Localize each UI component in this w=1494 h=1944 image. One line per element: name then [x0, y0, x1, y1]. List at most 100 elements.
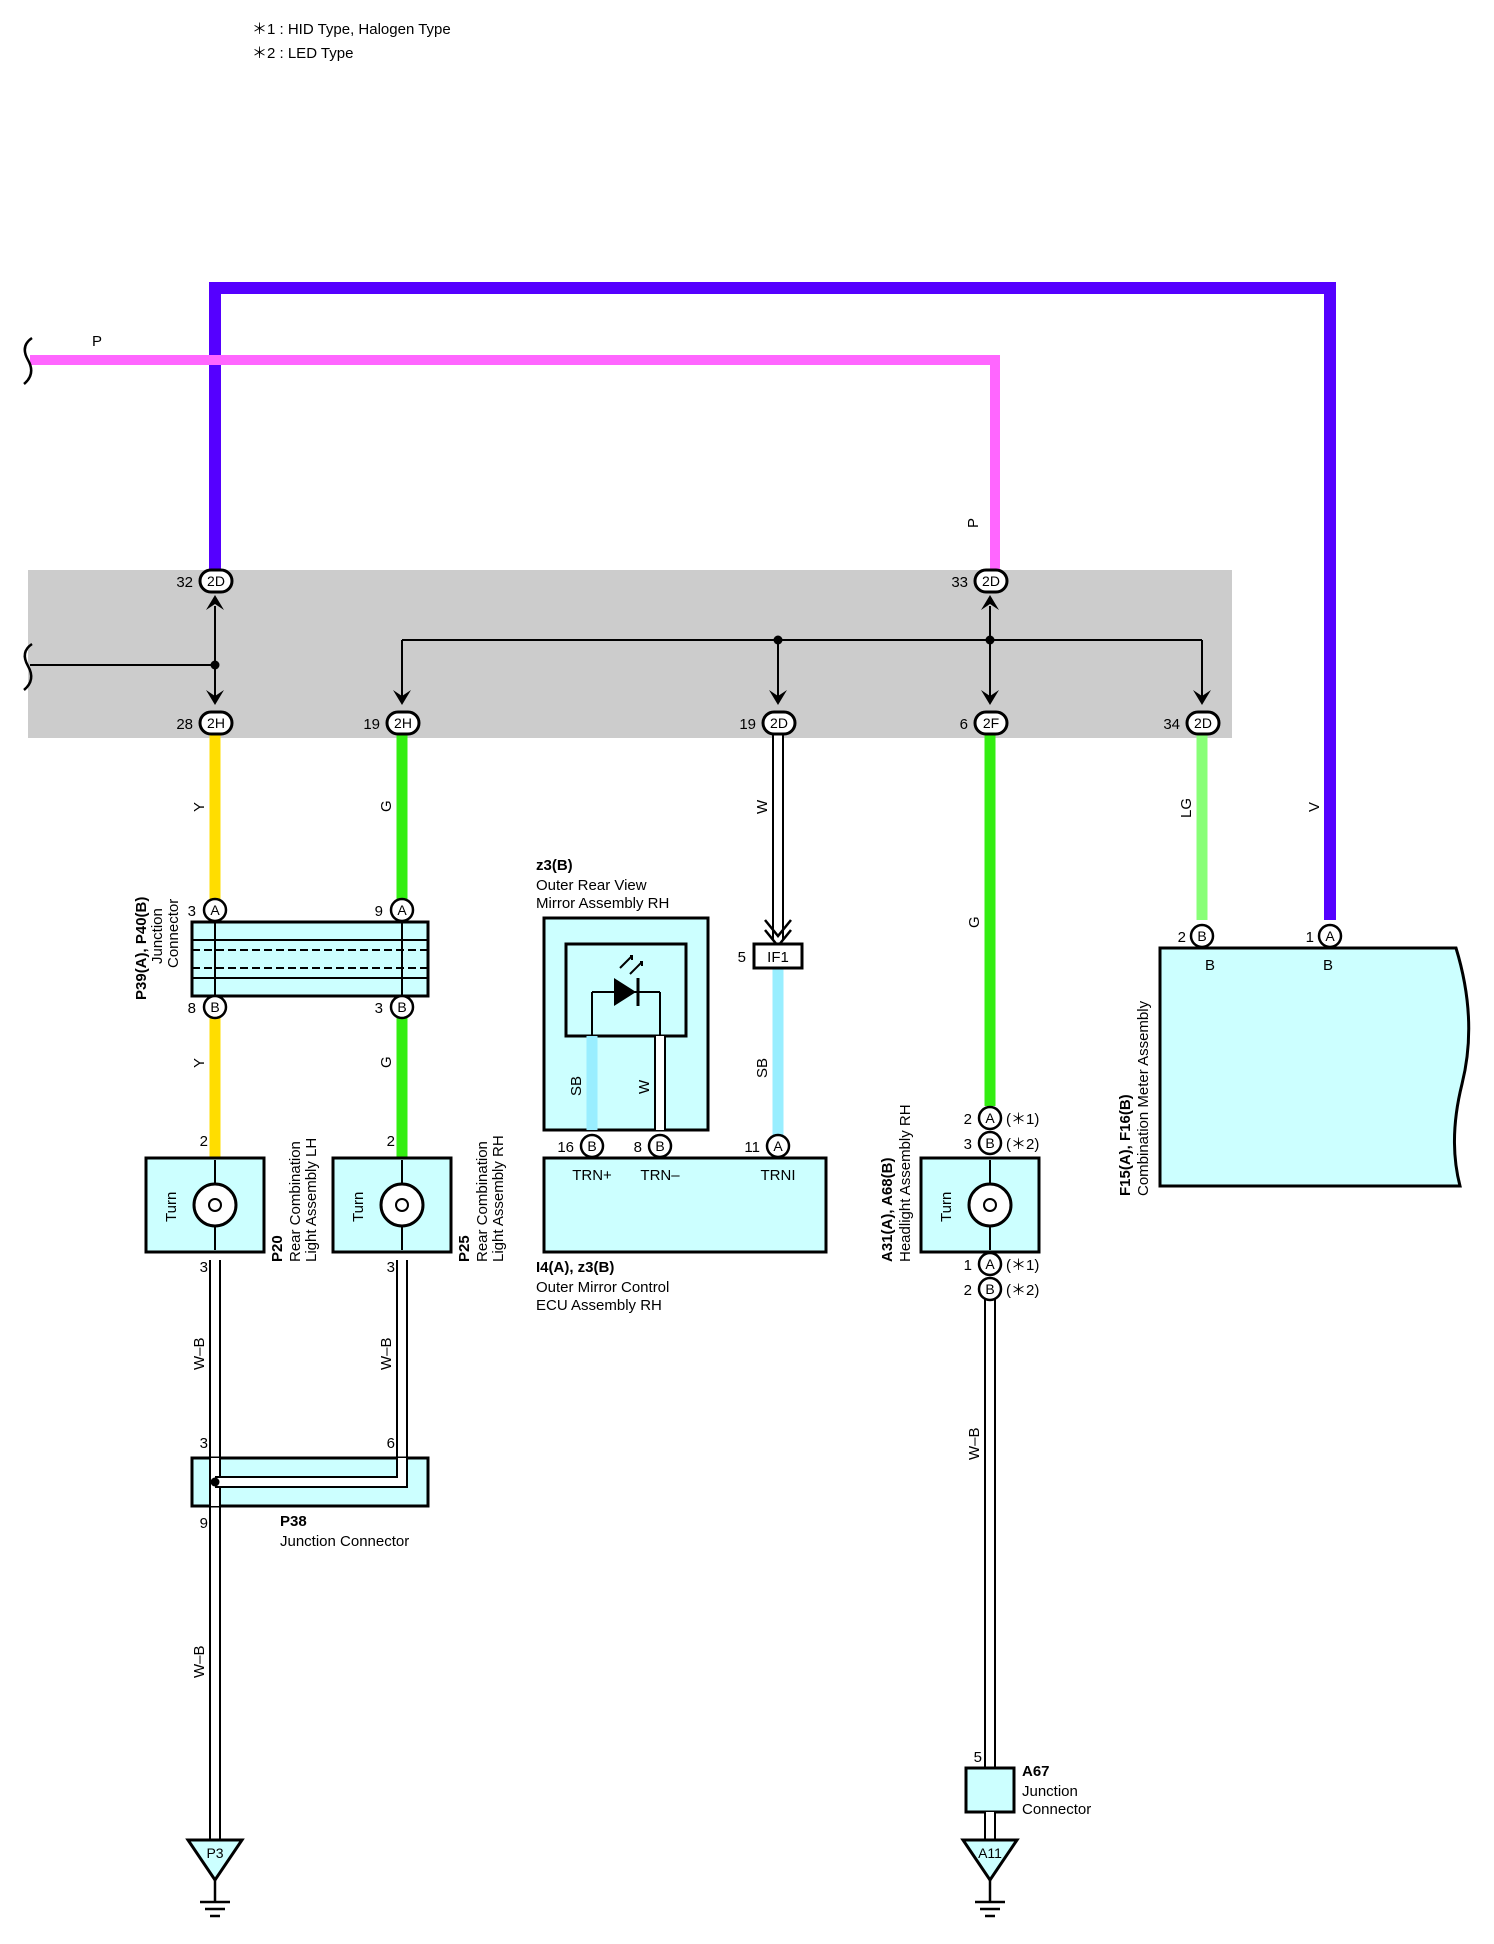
a31-a68-headlight-assembly-rh: Turn A 2 (＊1) B 3 (＊2) A 1 (＊1) B 2 (＊2)…	[879, 1104, 1041, 1302]
wire-label-sb-mirror: SB	[568, 1076, 585, 1096]
svg-text:B: B	[587, 1138, 596, 1154]
junction-block-internal	[30, 606, 1203, 696]
svg-text:B: B	[397, 999, 406, 1015]
svg-text:IF1: IF1	[767, 949, 789, 966]
arrow-down-19-2d	[769, 690, 787, 705]
wire-break-left-mid	[23, 642, 33, 691]
svg-text:11: 11	[744, 1139, 760, 1156]
jb-connector-6-2f: 2F 6	[960, 710, 1009, 736]
svg-text:Junction: Junction	[149, 908, 166, 964]
svg-text:5: 5	[738, 949, 746, 966]
svg-text:B: B	[1205, 957, 1215, 974]
if1-connector: IF1 5	[738, 942, 804, 970]
arrow-down-34	[1193, 690, 1211, 705]
svg-text:Rear Combination: Rear Combination	[474, 1141, 491, 1262]
svg-text:Junction: Junction	[1022, 1783, 1078, 1800]
p3-ground: P3	[185, 1838, 245, 1918]
svg-text:Rear Combination: Rear Combination	[287, 1141, 304, 1262]
svg-text:A67: A67	[1022, 1763, 1050, 1780]
svg-text:TRN+: TRN+	[572, 1167, 612, 1184]
svg-text:2H: 2H	[207, 715, 225, 731]
svg-text:2: 2	[1178, 929, 1186, 946]
svg-text:2D: 2D	[770, 715, 788, 731]
svg-text:A: A	[210, 902, 220, 918]
svg-text:B: B	[655, 1138, 664, 1154]
wire-v	[209, 282, 1336, 920]
jb-connector-19-2d: 2D 19	[739, 710, 797, 736]
arrow-down-28	[206, 690, 224, 705]
svg-text:3: 3	[964, 1136, 972, 1153]
svg-text:3: 3	[200, 1259, 208, 1276]
svg-text:TRN–: TRN–	[640, 1167, 680, 1184]
jb-connector-32-2d: 2D 32	[176, 568, 234, 594]
svg-text:Connector: Connector	[1022, 1801, 1091, 1818]
wire-label-y-upper: Y	[191, 802, 208, 812]
jb-connector-34-2d: 2D 34	[1163, 710, 1221, 736]
svg-text:34: 34	[1163, 716, 1180, 733]
jb-connector-28-2h: 2H 28	[176, 710, 234, 736]
wire-label-p-top: P	[92, 333, 102, 350]
svg-text:A11: A11	[978, 1845, 1002, 1861]
svg-text:I4(A), z3(B): I4(A), z3(B)	[536, 1259, 614, 1276]
svg-text:B: B	[1323, 957, 1333, 974]
svg-text:2H: 2H	[394, 715, 412, 731]
svg-text:1: 1	[1306, 929, 1314, 946]
svg-text:28: 28	[176, 716, 193, 733]
wire-p	[30, 355, 1000, 572]
junction-dot-3	[985, 635, 995, 645]
svg-text:P20: P20	[269, 1235, 286, 1262]
wire-label-sb-lower: SB	[754, 1058, 771, 1078]
wire-label-g-upper: G	[378, 800, 395, 812]
wire-break-left-top	[23, 336, 33, 385]
wire-label-w-mirror: W	[636, 1079, 653, 1094]
svg-text:3: 3	[375, 1000, 383, 1017]
svg-text:2D: 2D	[982, 573, 1000, 589]
a11-ground: A11	[960, 1838, 1020, 1918]
wire-wb-group	[209, 1260, 996, 1842]
wire-label-wb3: W–B	[191, 1645, 208, 1678]
svg-text:TRNI: TRNI	[761, 1167, 796, 1184]
svg-text:9: 9	[375, 903, 383, 920]
svg-text:A: A	[773, 1138, 783, 1154]
svg-text:2D: 2D	[1194, 715, 1212, 731]
svg-text:P38: P38	[280, 1513, 307, 1530]
svg-text:A: A	[985, 1256, 995, 1272]
arrow-down-6	[981, 690, 999, 705]
svg-text:1: 1	[964, 1257, 972, 1274]
svg-text:3: 3	[200, 1435, 208, 1452]
wire-label-p-vertical: P	[965, 518, 982, 528]
wire-label-wb2: W–B	[378, 1337, 395, 1370]
svg-text:33: 33	[951, 574, 968, 591]
junction-block	[28, 570, 1232, 738]
svg-text:6: 6	[960, 716, 968, 733]
wire-label-v: V	[1306, 802, 1323, 812]
jb-connector-19-2h: 2H 19	[363, 710, 421, 736]
a67-junction-connector: 5 A67 Junction Connector	[964, 1749, 1091, 1842]
p25-rear-combination-light-rh: Turn 2 3 P25 Rear Combination Light Asse…	[331, 1133, 507, 1276]
wire-label-g-lower: G	[378, 1056, 395, 1068]
svg-text:B: B	[985, 1135, 994, 1151]
wire-label-y-lower: Y	[191, 1058, 208, 1068]
svg-text:2: 2	[964, 1282, 972, 1299]
svg-text:(＊1): (＊1)	[1006, 1257, 1039, 1274]
svg-text:Mirror Assembly RH: Mirror Assembly RH	[536, 895, 669, 912]
z3b-outer-rear-view-mirror: z3(B) Outer Rear View Mirror Assembly RH…	[536, 857, 710, 1132]
jb-connector-33-2d: 2D 33	[951, 568, 1009, 594]
svg-text:2: 2	[387, 1133, 395, 1150]
svg-text:19: 19	[739, 716, 756, 733]
wire-label-w: W	[754, 799, 771, 814]
svg-text:9: 9	[200, 1515, 208, 1532]
svg-text:16: 16	[557, 1139, 574, 1156]
svg-text:Light Assembly RH: Light Assembly RH	[490, 1135, 507, 1262]
svg-text:Turn: Turn	[938, 1192, 955, 1222]
svg-text:Combination Meter Assembly: Combination Meter Assembly	[1135, 1000, 1152, 1196]
svg-text:6: 6	[387, 1435, 395, 1452]
svg-text:(＊2): (＊2)	[1006, 1136, 1039, 1153]
svg-text:F15(A), F16(B): F15(A), F16(B)	[1117, 1094, 1134, 1196]
svg-text:P3: P3	[206, 1845, 223, 1861]
svg-text:A: A	[397, 902, 407, 918]
arrow-up-33	[981, 595, 999, 610]
svg-text:z3(B): z3(B)	[536, 857, 573, 874]
svg-text:32: 32	[176, 574, 193, 591]
